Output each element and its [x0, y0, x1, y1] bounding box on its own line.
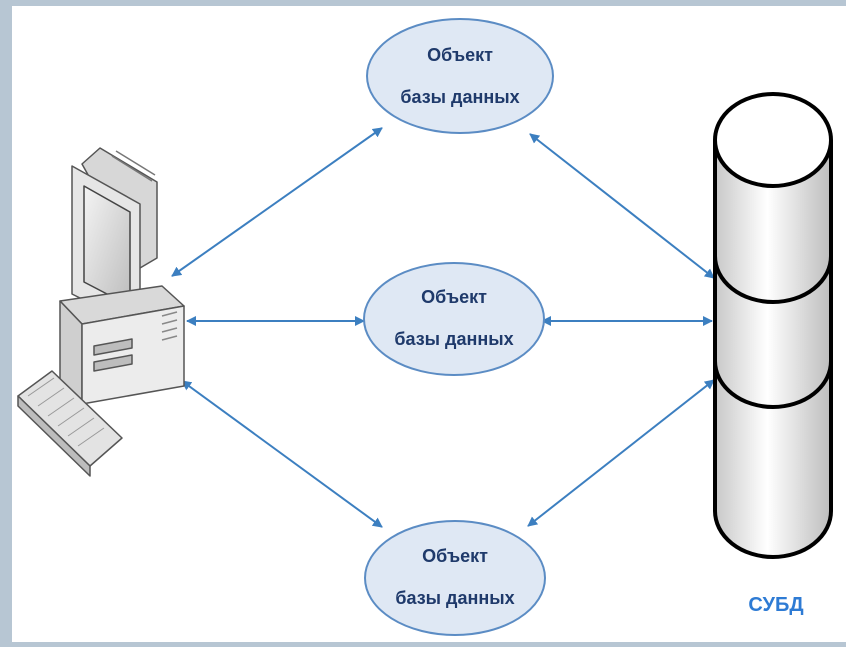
- db-object-label-line2: базы данных: [395, 588, 514, 608]
- db-object-ellipse: [366, 18, 554, 134]
- dbms-label: СУБД: [748, 594, 803, 616]
- arrow-computer-object-top: [171, 127, 383, 277]
- db-object-node: Объект базы данных: [363, 262, 545, 376]
- arrows-objects-dbms: [527, 133, 715, 527]
- db-object-label-line2: базы данных: [400, 87, 519, 107]
- db-object-node: Объект базы данных: [364, 520, 546, 636]
- db-object-node: Объект базы данных: [366, 18, 554, 134]
- db-object-ellipse: [364, 520, 546, 636]
- db-object-label-line1: Объект: [422, 546, 488, 566]
- arrows-computer-objects: [171, 127, 383, 528]
- database-cylinder-icon: [713, 92, 833, 559]
- db-object-label-line1: Объект: [421, 287, 487, 307]
- diagram-canvas: Объект базы данных Объект базы данных Об…: [12, 6, 846, 642]
- desktop-computer-icon: [17, 147, 185, 477]
- db-object-label-line1: Объект: [427, 45, 493, 65]
- arrow-computer-object-bottom: [181, 380, 383, 528]
- arrow-object-dbms-top: [529, 133, 715, 279]
- db-object-ellipse: [363, 262, 545, 376]
- diagram-svg: Объект базы данных Объект базы данных Об…: [17, 18, 833, 636]
- arrow-object-dbms-bottom: [527, 379, 715, 527]
- db-object-label-line2: базы данных: [394, 329, 513, 349]
